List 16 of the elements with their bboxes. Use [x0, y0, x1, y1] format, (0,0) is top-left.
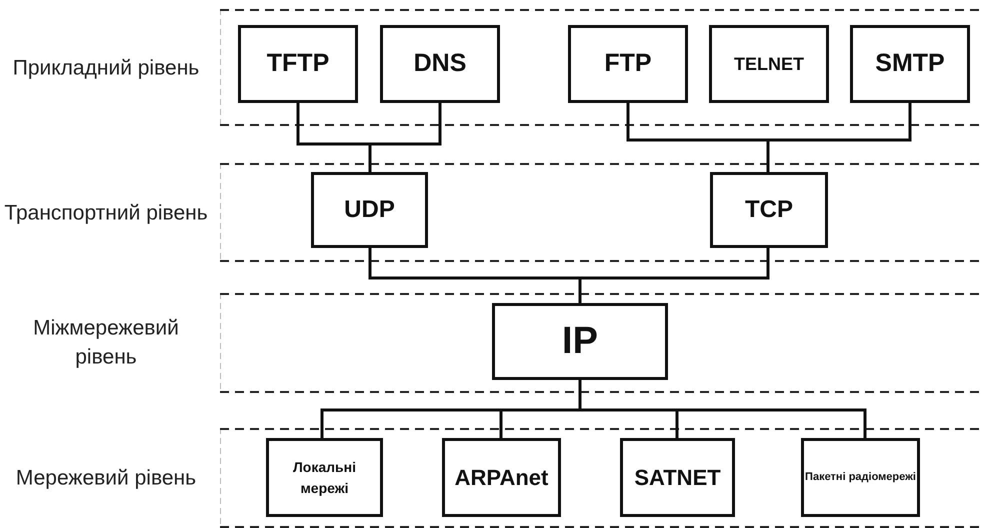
protocol-box: TFTP: [238, 25, 358, 103]
protocol-box: DNS: [380, 25, 500, 103]
protocol-box: TCP: [710, 172, 828, 248]
protocol-box: ARPAnet: [442, 438, 561, 517]
layer-label: Мережевий рівень: [14, 465, 198, 492]
layer-label: Транспортний рівень: [3, 200, 209, 226]
layer-label: Міжмережевий рівень: [32, 316, 180, 371]
protocol-box: SATNET: [620, 438, 735, 517]
protocol-box: TELNET: [709, 25, 829, 103]
protocol-box: Локальні мережі: [266, 438, 383, 517]
layer-label: Прикладний рівень: [12, 54, 200, 81]
protocol-box: FTP: [568, 25, 688, 103]
protocol-box: SMTP: [850, 25, 970, 103]
protocol-box: Пакетні радіомережі: [801, 438, 920, 517]
protocol-box: IP: [492, 303, 668, 380]
protocol-box: UDP: [311, 172, 428, 248]
